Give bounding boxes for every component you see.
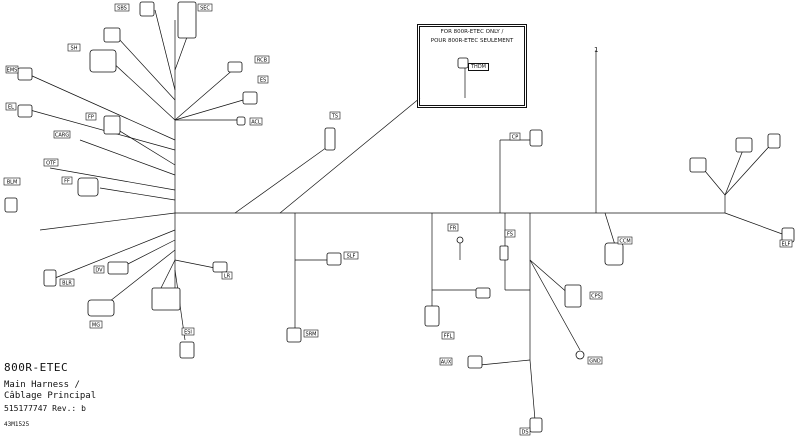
connector-tags: SEC SBS SH EMS RCB EL ES FP CARG OTF FF … — [3, 3, 793, 436]
part-number: 515177747 Rev.: b — [4, 404, 86, 413]
tag-ccm: CCM — [617, 236, 633, 245]
callout-800r-etec-only: FOR 800R-ETEC ONLY / POUR 800R-ETEC SEUL… — [419, 26, 525, 106]
tag-elf-label: ELF — [782, 242, 791, 248]
tag-esi: ESI — [181, 327, 195, 336]
title-block: 800R-ETEC Main Harness / Câblage Princip… — [4, 361, 174, 428]
tag-sec: SEC — [197, 3, 213, 12]
tag-fs-label: FS — [507, 232, 513, 238]
tag-es-label: ES — [260, 78, 266, 84]
tag-cp-label: CP — [512, 135, 519, 141]
tag-ccm-label: CCM — [619, 239, 630, 245]
tag-fr: FR — [447, 223, 459, 232]
tag-srm: SRM — [303, 329, 319, 338]
reference-mark: 1 — [594, 46, 599, 54]
tag-blm: BLM — [3, 177, 21, 186]
tag-mg-label: MG — [92, 323, 100, 329]
tag-ff: FF — [61, 176, 73, 185]
tag-fp: FP — [85, 112, 97, 121]
tag-aux-label: AUX — [441, 360, 452, 366]
tag-ts: TS — [329, 111, 341, 120]
tag-ds-label: DS — [521, 430, 528, 436]
tag-ems-label: EMS — [7, 68, 18, 74]
tag-sbs: SBS — [114, 3, 130, 12]
tag-carg: CARG — [53, 130, 71, 139]
tag-acl: ACL — [249, 117, 263, 126]
tag-ffl-label: FFL — [444, 334, 453, 340]
tag-cp: CP — [509, 132, 521, 141]
tag-cps: CPS — [589, 291, 603, 300]
tag-rcb-label: RCB — [257, 58, 268, 64]
callout-line2: POUR 800R-ETEC SEULEMENT — [430, 38, 514, 44]
tag-mg: MG — [89, 320, 103, 329]
tag-blr: BLR — [59, 278, 75, 287]
tag-sh: SH — [67, 43, 81, 52]
tag-sec-label: SEC — [200, 6, 210, 12]
tag-aux: AUX — [439, 357, 453, 366]
tag-elf: ELF — [779, 239, 793, 248]
tag-ff-label: FF — [64, 179, 70, 185]
tag-el: EL — [5, 102, 17, 111]
tag-esi-label: ESI — [184, 330, 192, 336]
model-name: 800R-ETEC — [4, 361, 69, 374]
harness-wires — [29, 9, 786, 421]
tag-blm-label: BLM — [7, 180, 18, 186]
drawing-code: 43M1525 — [4, 421, 30, 428]
harness-name-en: Main Harness / — [4, 380, 80, 390]
tag-ts-label: TS — [331, 114, 338, 120]
tag-dv: DV — [93, 265, 105, 274]
harness-name-fr: Câblage Principal — [4, 391, 97, 401]
tag-fs: FS — [504, 229, 516, 238]
tag-fp-label: FP — [88, 115, 94, 121]
connector-bodies — [4, 1, 795, 433]
tag-lr: LR — [221, 271, 233, 280]
tag-ffl: FFL — [441, 331, 455, 340]
tag-rcb: RCB — [254, 55, 270, 64]
tag-otf-label: OTF — [46, 161, 56, 167]
callout-line1: FOR 800R-ETEC ONLY / — [440, 29, 504, 35]
tag-sh-label: SH — [71, 46, 78, 52]
tag-sbs-label: SBS — [117, 6, 127, 12]
tag-blr-label: BLR — [62, 281, 72, 287]
tag-acl-label: ACL — [251, 120, 261, 126]
tag-cps-label: CPS — [591, 294, 601, 300]
callout-connector-tag: THDM — [468, 63, 489, 71]
tag-fr-label: FR — [450, 226, 457, 232]
tag-lr-label: LR — [224, 274, 231, 280]
tag-gnd-label: GND — [589, 359, 601, 365]
tag-srm-label: SRM — [306, 332, 317, 338]
tag-es: ES — [257, 75, 269, 84]
tag-ds: DS — [519, 427, 531, 436]
tag-otf: OTF — [43, 158, 59, 167]
tag-carg-label: CARG — [55, 133, 69, 139]
tag-gnd: GND — [587, 356, 603, 365]
tag-dv-label: DV — [95, 268, 103, 274]
tag-el-label: EL — [8, 105, 14, 111]
tag-slf: SLF — [343, 251, 359, 260]
tag-ems: EMS — [5, 65, 19, 74]
tag-slf-label: SLF — [347, 254, 356, 260]
